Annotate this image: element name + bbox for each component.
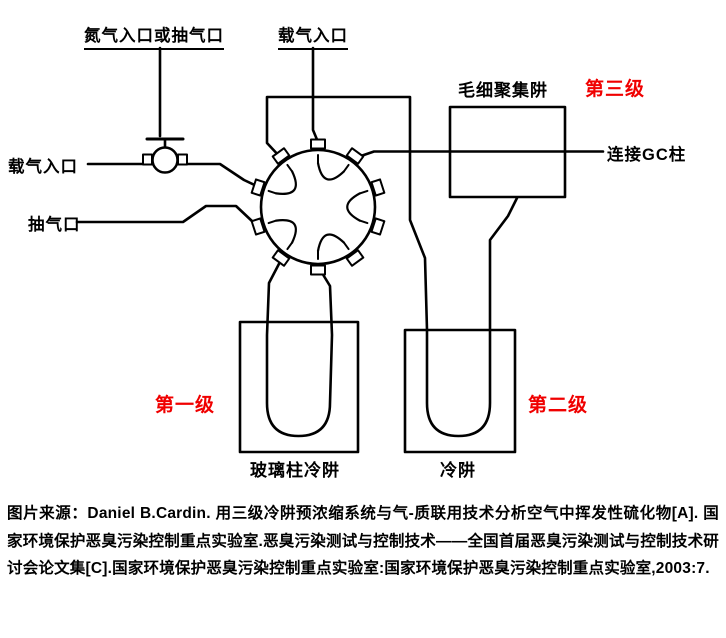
valve-port bbox=[370, 178, 386, 197]
shutoff-valve-port-left bbox=[142, 153, 153, 166]
rotary-valve-channels bbox=[275, 161, 361, 253]
valve-port bbox=[271, 147, 291, 165]
shutoff-to-valve-line bbox=[185, 162, 261, 189]
loop-to-trap2-line bbox=[265, 95, 519, 438]
diagram-canvas bbox=[75, 46, 605, 454]
label-carrier-left: 载气入口 bbox=[8, 158, 78, 176]
label-stage1: 第一级 bbox=[155, 395, 216, 416]
valve-port bbox=[310, 138, 326, 150]
label-stage3: 第三级 bbox=[585, 79, 646, 100]
label-gc-column: 连接GC柱 bbox=[607, 146, 687, 164]
label-capillary-trap: 毛细聚集阱 bbox=[458, 81, 548, 100]
rotary-valve bbox=[250, 138, 386, 276]
rotary-valve-stubs bbox=[267, 154, 369, 260]
label-n2-inlet: 氮气入口或抽气口 bbox=[84, 22, 224, 50]
trap3-enclosure bbox=[448, 105, 567, 199]
pump-port-line bbox=[75, 204, 255, 224]
valve-port bbox=[250, 178, 266, 197]
valve-port bbox=[250, 217, 266, 236]
shutoff-valve-symbol bbox=[142, 137, 188, 174]
carrier-top-line bbox=[311, 46, 320, 144]
label-cold-trap: 冷阱 bbox=[440, 461, 476, 480]
trap1-u-tube bbox=[265, 258, 334, 438]
label-glass-trap: 玻璃柱冷阱 bbox=[250, 461, 340, 480]
valve-port bbox=[345, 147, 365, 165]
rotary-valve-body bbox=[259, 148, 377, 266]
label-pump-port: 抽气口 bbox=[28, 216, 81, 234]
valve-port bbox=[345, 249, 365, 267]
shutoff-valve-body bbox=[151, 146, 179, 174]
valve-port bbox=[310, 264, 326, 276]
shutoff-valve-port-right bbox=[177, 153, 188, 166]
figure-source-citation: 图片来源：Daniel B.Cardin. 用三级冷阱预浓缩系统与气-质联用技术… bbox=[7, 505, 719, 578]
tubing-lines bbox=[75, 46, 605, 438]
rotary-valve-ports bbox=[250, 138, 386, 276]
label-stage2: 第二级 bbox=[528, 395, 589, 416]
valve-port bbox=[271, 249, 291, 267]
valve-port bbox=[370, 217, 386, 236]
label-carrier-top: 载气入口 bbox=[278, 22, 348, 50]
preconcentrator-diagram: 氮气入口或抽气口 载气入口 毛细聚集阱 第三级 连接GC柱 载气入口 抽气口 第… bbox=[8, 22, 687, 480]
trap2-enclosure bbox=[403, 328, 517, 454]
trap1-enclosure bbox=[238, 320, 360, 454]
